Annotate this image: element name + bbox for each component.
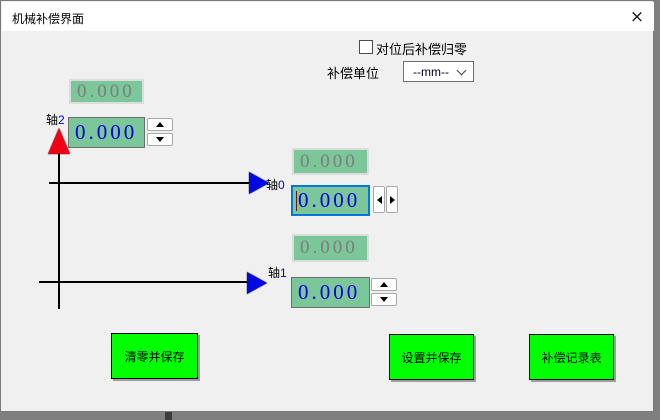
axis0-spinner (373, 186, 398, 213)
axis2-up-arrow-icon (48, 128, 70, 154)
axis0-display-box: 0.000 (292, 148, 369, 175)
triangle-left-icon (376, 195, 382, 204)
unit-select[interactable]: --mm-- (403, 61, 474, 82)
triangle-right-icon (389, 195, 395, 204)
compensation-record-button[interactable]: 补偿记录表 (529, 334, 614, 380)
axis1-horizontal-line (39, 281, 249, 283)
clear-and-save-button[interactable]: 清零并保存 (111, 333, 198, 379)
set-and-save-button[interactable]: 设置并保存 (389, 334, 474, 380)
axis1-display-box: 0.000 (292, 234, 369, 262)
close-button[interactable]: × (618, 2, 656, 31)
axis0-right-arrow-icon (249, 172, 269, 194)
axis0-spin-left-button[interactable] (373, 186, 385, 213)
axis2-spin-up-button[interactable] (147, 118, 173, 131)
background-artifact (165, 412, 172, 420)
chevron-down-icon (456, 65, 467, 75)
triangle-down-icon (380, 297, 388, 302)
axis2-display-box: 0.000 (69, 79, 144, 104)
axis1-right-arrow-icon (247, 272, 267, 294)
unit-selected-value: --mm-- (413, 64, 449, 79)
axis2-spin-down-button[interactable] (147, 133, 173, 146)
close-icon: × (629, 6, 645, 27)
axis0-spin-right-button[interactable] (386, 186, 398, 213)
title-bar: 机械补偿界面 × (2, 2, 654, 31)
axis2-edit-box[interactable]: 0.000 (68, 117, 145, 148)
triangle-up-icon (380, 282, 388, 287)
axis0-label: 轴0 (266, 178, 285, 192)
axis1-spinner (371, 278, 397, 306)
triangle-down-icon (156, 137, 164, 142)
alignment-zero-label: 对位后补偿归零 (376, 42, 468, 57)
axis1-label: 轴1 (268, 266, 287, 280)
window-title: 机械补偿界面 (12, 12, 85, 26)
axis1-edit-box[interactable]: 0.000 (291, 277, 370, 308)
axis0-edit-box[interactable]: 0.000 (291, 185, 370, 216)
unit-label: 补偿单位 (327, 66, 380, 81)
axis2-label: 轴2 (46, 113, 65, 127)
axis1-spin-down-button[interactable] (371, 293, 397, 306)
axis0-horizontal-line (49, 182, 250, 184)
axis2-spinner (147, 118, 173, 146)
alignment-zero-checkbox[interactable] (359, 40, 373, 54)
compensation-dialog: 机械补偿界面 × 对位后补偿归零 补偿单位 --mm-- 轴2 轴0 轴1 0.… (0, 0, 654, 412)
triangle-up-icon (156, 122, 164, 127)
text-cursor (296, 190, 297, 211)
axis1-spin-up-button[interactable] (371, 278, 397, 291)
axis-vertical-line (58, 153, 60, 309)
